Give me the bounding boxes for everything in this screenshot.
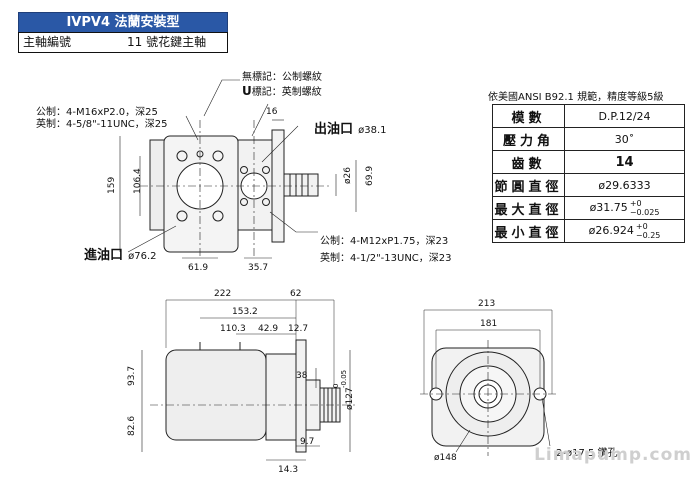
note-u-text: 標記：英制螺紋 bbox=[251, 87, 322, 98]
tolerance-lower: −0.25 bbox=[635, 231, 661, 240]
note-u-mark: U標記：英制螺紋 bbox=[242, 83, 322, 98]
imperial-thread-right: 英制：4-1/2"-13UNC，深23 bbox=[320, 253, 452, 264]
inlet-diameter: ø76.2 bbox=[128, 251, 157, 262]
metric-thread-right: 公制：4-M12xP1.75，深23 bbox=[320, 236, 449, 247]
dim-16: 16 bbox=[266, 107, 278, 117]
spec-value: 14 bbox=[564, 150, 685, 174]
mounting-holes-note: 2-ø17.5 鑽孔 bbox=[556, 448, 618, 459]
dim-127-tol-lower: -0.05 bbox=[340, 370, 348, 388]
outlet-label: 出油口 bbox=[314, 122, 354, 137]
shaft-label: 主軸編號 bbox=[23, 35, 72, 49]
top-view-outline bbox=[119, 79, 357, 259]
dim-181: 181 bbox=[480, 319, 497, 329]
dim-127-tol-upper: 0 bbox=[332, 384, 340, 388]
inlet-label: 進油口 bbox=[84, 248, 124, 263]
dim-82-6: 82.6 bbox=[127, 416, 137, 436]
spec-value: ø26.924 bbox=[588, 224, 634, 237]
spec-value: ø29.6333 bbox=[564, 173, 685, 197]
imperial-thread-left: 英制：4-5/8"-11UNC，深25 bbox=[36, 119, 168, 130]
spec-key: 節圓直徑 bbox=[492, 173, 565, 197]
metric-thread-left: 公制：4-M16xP2.0，深25 bbox=[36, 107, 158, 118]
dim-213: 213 bbox=[478, 299, 495, 309]
dim-127: ø127 bbox=[345, 387, 355, 410]
spec-key: 最小直徑 bbox=[492, 219, 565, 243]
outlet-diameter: ø38.1 bbox=[358, 125, 387, 136]
spec-key: 壓力角 bbox=[492, 127, 565, 151]
spec-key: 最大直徑 bbox=[492, 196, 565, 220]
tolerance-upper: +0 bbox=[629, 199, 642, 208]
tolerance-lower: −0.025 bbox=[629, 208, 660, 217]
spec-caption: 依美國ANSI B92.1 規範，精度等級5級 bbox=[488, 92, 664, 103]
dim-148: ø148 bbox=[434, 453, 457, 463]
dim-14-3: 14.3 bbox=[278, 465, 298, 475]
dim-153-2: 153.2 bbox=[232, 307, 258, 317]
tolerance: +0−0.25 bbox=[636, 222, 661, 240]
spec-value-cell: ø26.924+0−0.25 bbox=[564, 219, 685, 243]
u-mark: U bbox=[242, 84, 252, 98]
spec-value: D.P.12/24 bbox=[564, 104, 685, 128]
dim-106-4: 106.4 bbox=[133, 168, 143, 194]
spec-value: ø31.75 bbox=[589, 201, 628, 214]
dim-38: 38 bbox=[296, 371, 308, 381]
tolerance-upper: +0 bbox=[635, 222, 648, 231]
front-view-outline bbox=[420, 309, 556, 456]
dim-110-3: 110.3 bbox=[220, 324, 246, 334]
dim-9-7: 9.7 bbox=[300, 437, 314, 447]
dim-93-7: 93.7 bbox=[127, 366, 137, 386]
dim-35-7: 35.7 bbox=[248, 263, 268, 273]
dim-61-9: 61.9 bbox=[188, 263, 208, 273]
dim-42-9: 42.9 bbox=[258, 324, 278, 334]
dim-222: 222 bbox=[214, 289, 231, 299]
shaft-value: 11 號花鍵主軸 bbox=[127, 35, 207, 49]
outlet-port-label: 出油口 ø38.1 bbox=[314, 118, 387, 137]
tolerance: +0−0.025 bbox=[630, 199, 660, 217]
shaft-spec-row: 主軸編號 11 號花鍵主軸 bbox=[18, 32, 228, 53]
side-view-outline bbox=[141, 299, 355, 461]
note-no-mark: 無標記：公制螺紋 bbox=[242, 72, 322, 83]
dim-12-7: 12.7 bbox=[288, 324, 308, 334]
dim-62: 62 bbox=[290, 289, 301, 299]
dim-26: ø26 bbox=[343, 167, 353, 184]
dim-69-9: 69.9 bbox=[365, 166, 375, 186]
watermark: Limapump.com bbox=[534, 445, 692, 465]
dim-159: 159 bbox=[107, 177, 117, 194]
inlet-port-label: 進油口 ø76.2 bbox=[84, 244, 157, 263]
